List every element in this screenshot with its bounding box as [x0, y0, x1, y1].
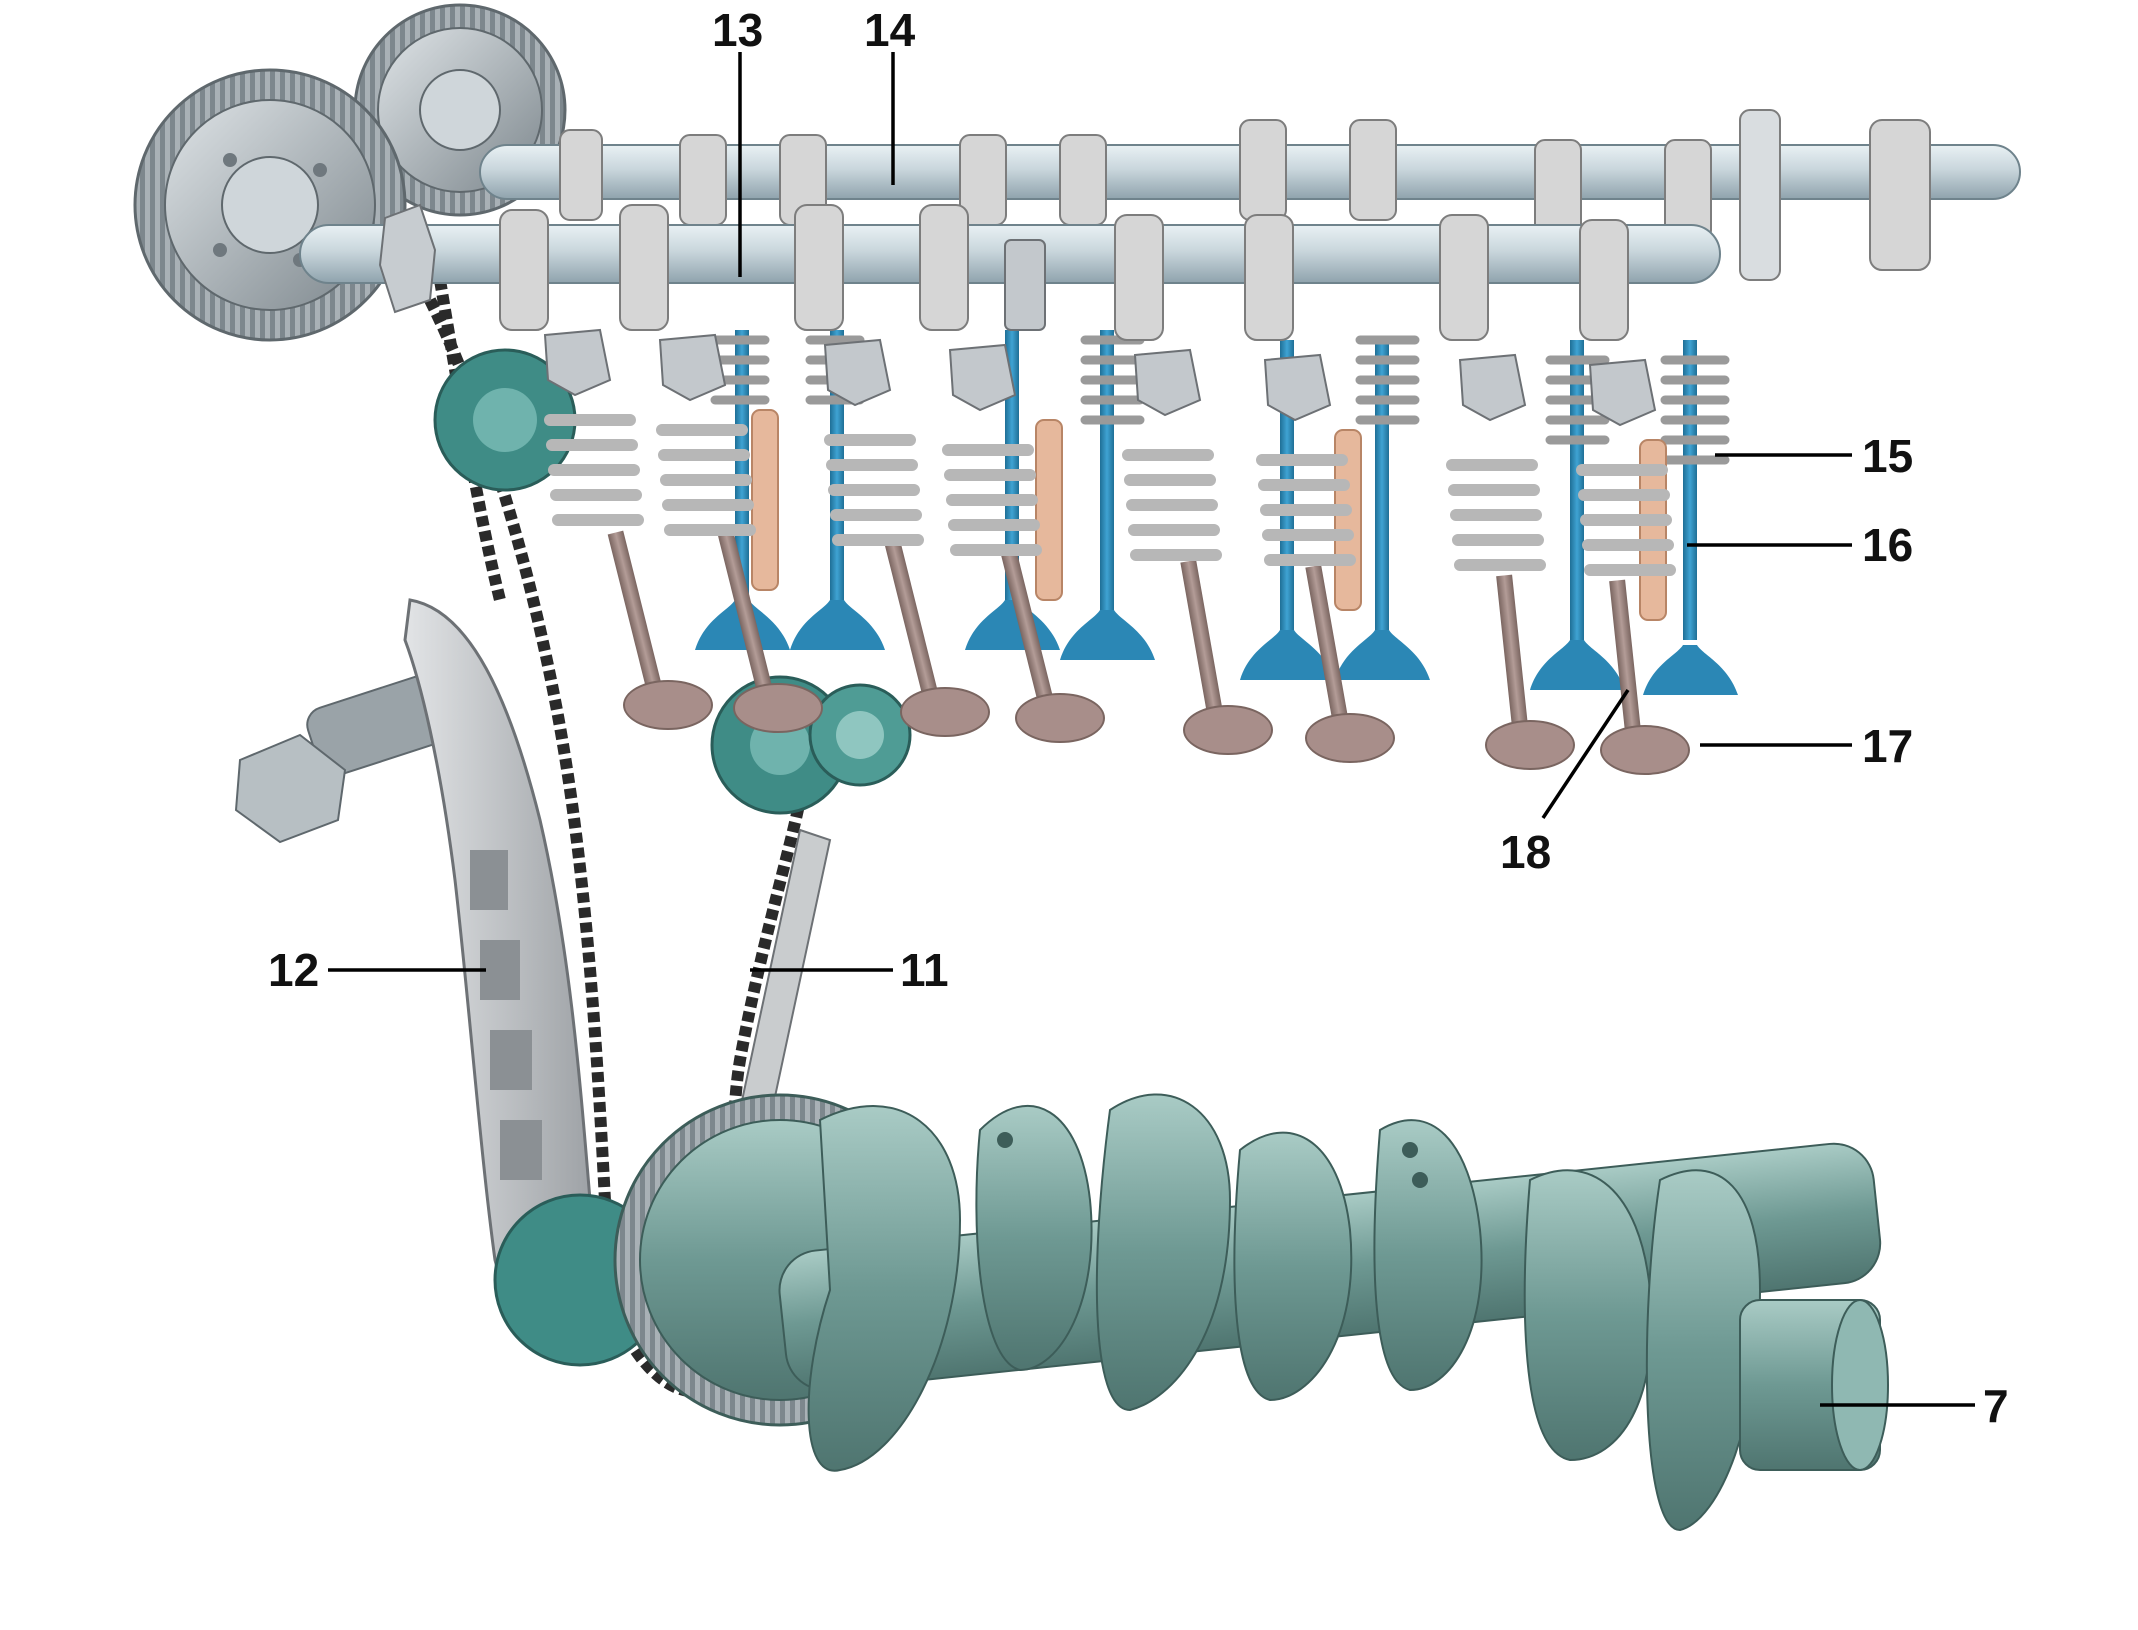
exhaust-valve: [1485, 574, 1575, 770]
valve-spring: [710, 335, 770, 405]
valve-spring: [1080, 335, 1145, 425]
label-11: 11: [900, 944, 949, 996]
cam-lobes-rear: [559, 119, 1712, 241]
valve-spring: [1576, 464, 1676, 576]
valve-spring: [824, 434, 924, 546]
valve-spring: [1660, 355, 1730, 465]
intake-valve: [1335, 340, 1430, 680]
exhaust-valve: [999, 545, 1105, 743]
valve-spring: [1446, 459, 1546, 571]
label-14: 14: [864, 4, 916, 56]
exhaust-valve: [717, 530, 823, 733]
exhaust-valve-springs: [544, 414, 1676, 576]
rocker-arm: [823, 338, 892, 407]
label-17: 17: [1862, 720, 1913, 772]
exhaust-valve: [1600, 579, 1690, 775]
label-15: 15: [1862, 430, 1913, 482]
rocker-arm: [658, 333, 727, 402]
fuel-injectors: [751, 409, 1667, 621]
label-13: 13: [712, 4, 763, 56]
rocker-arm: [543, 328, 612, 397]
crankshaft: [493, 1093, 1889, 1532]
rocker-arm: [948, 343, 1017, 412]
valve-spring: [544, 414, 644, 526]
label-16: 16: [1862, 519, 1913, 571]
label-18: 18: [1500, 826, 1551, 878]
rocker-arm: [1588, 358, 1657, 427]
label-7: 7: [1983, 1380, 2009, 1432]
exhaust-valve: [1305, 564, 1395, 763]
rocker-arms: [543, 328, 1657, 427]
exhaust-valve: [607, 530, 713, 730]
leader-line-18: [1541, 689, 1630, 819]
intake-camshaft: [299, 203, 1721, 341]
intake-valve: [1530, 340, 1625, 690]
valve-spring: [656, 424, 756, 536]
exhaust-valves: [607, 530, 1690, 775]
callout-labels: 13 14 15 16 17 18 12 11 7: [268, 4, 2009, 1432]
fuel-injector: [1035, 419, 1063, 601]
intake-valve-springs: [710, 335, 1730, 465]
fuel-injector: [751, 409, 779, 591]
exhaust-valve: [884, 540, 990, 737]
exhaust-camshaft: [479, 109, 2021, 281]
rocker-arm: [1263, 353, 1332, 422]
valve-spring: [1545, 355, 1610, 445]
rocker-arm: [1458, 353, 1527, 422]
intake-valve: [1643, 340, 1738, 695]
rocker-arm: [1133, 348, 1202, 417]
valve-spring: [942, 444, 1042, 556]
cam-lobes-front: [499, 204, 1629, 341]
valve-spring: [1355, 335, 1420, 425]
exhaust-valve: [1180, 559, 1273, 755]
valve-spring: [1122, 449, 1222, 561]
label-12: 12: [268, 944, 319, 996]
valve-spring: [1256, 454, 1356, 566]
timing-chain-left: [434, 279, 506, 602]
leader-lines: [328, 52, 1975, 1407]
